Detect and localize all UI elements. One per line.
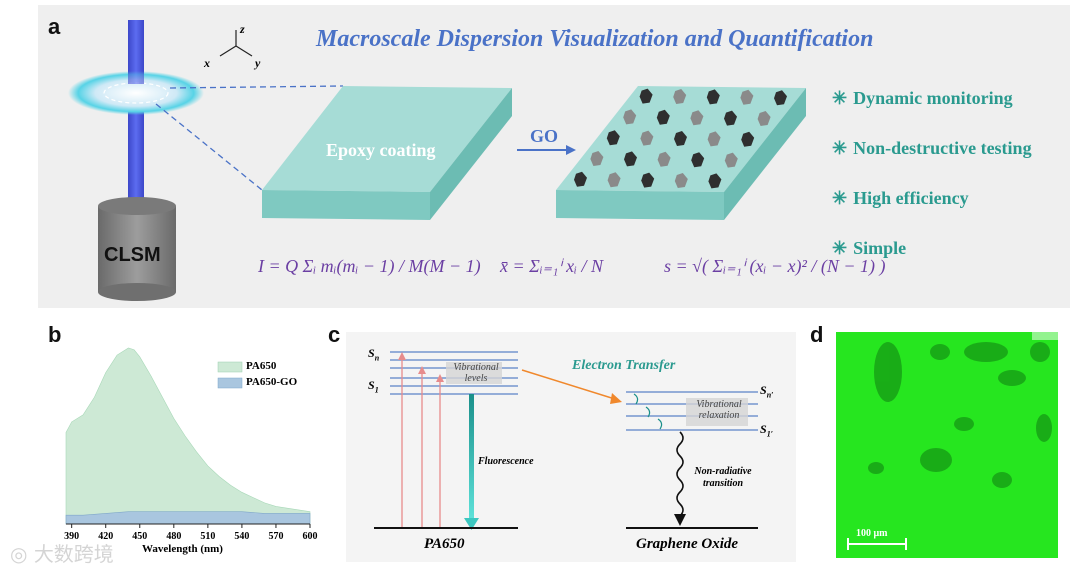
asterisk-icon: ✳ [832, 188, 848, 208]
axes-icon [219, 30, 253, 57]
x-tick-label: 510 [200, 531, 215, 542]
go-flake [624, 151, 637, 167]
chat-bubble-icon: ◎ [10, 542, 34, 566]
sample-disk [68, 71, 204, 115]
formula-std-dev: s = √( Σᵢ₌₁ⁱ (xᵢ − x)² / (N − 1) ) [664, 256, 886, 276]
go-flake [623, 109, 637, 125]
fluorescence-micrograph [836, 332, 1058, 558]
go-flake [708, 173, 722, 189]
scale-bar-label: 100 μm [856, 528, 888, 539]
clsm-label: CLSM [104, 244, 161, 266]
x-axis-label: Wavelength (nm) [142, 543, 223, 555]
x-tick-label: 420 [98, 531, 113, 542]
series-area-pa650 [65, 347, 311, 525]
legend-swatch-pa650 [217, 361, 243, 373]
formula-mean: x̄ = Σᵢ₌₁ⁱ xᵢ / N [500, 256, 603, 276]
go-flake [707, 131, 721, 147]
go-flake [639, 88, 653, 104]
feature-item: ✳Dynamic monitoring [832, 88, 1013, 108]
go-flake [724, 152, 738, 168]
feature-item: ✳Simple [832, 238, 907, 258]
s1-prime-label: S1′ [760, 422, 773, 439]
panel-a-schematic [68, 20, 806, 301]
panel-a-title: Macroscale Dispersion Visualization and … [316, 26, 874, 52]
go-flakes [574, 88, 787, 189]
s1-label: S1 [368, 378, 379, 395]
go-flake [590, 151, 604, 166]
go-flake [740, 89, 754, 105]
panel-label-c: c [328, 322, 341, 347]
go-flake [691, 152, 705, 168]
go-flake [741, 131, 755, 147]
x-tick-label: 450 [132, 531, 147, 542]
emission-spectrum-chart: 390 420 450 480 510 540 570 600 [64, 347, 318, 542]
x-tick-label: 600 [303, 531, 318, 542]
asterisk-icon: ✳ [832, 88, 848, 108]
go-flake [657, 151, 671, 167]
go-flake [757, 111, 771, 126]
sn-prime-label: Sn′ [760, 383, 774, 400]
go-flake [774, 90, 787, 106]
energy-diagram [374, 351, 758, 530]
x-tick-label: 570 [268, 531, 283, 542]
x-tick-label: 480 [166, 531, 181, 542]
fluorescence-label: Fluorescence [478, 456, 534, 467]
go-flake [574, 171, 587, 187]
series-area-pa650-go [65, 511, 311, 525]
feature-list: ✳Dynamic monitoring ✳Non-destructive tes… [832, 88, 1032, 259]
feature-item: ✳Non-destructive testing [832, 138, 1032, 158]
chart-legend [217, 361, 243, 389]
sn-label: Sn [368, 346, 380, 363]
go-flake [641, 172, 655, 188]
legend-label-pa650-go: PA650-GO [246, 376, 298, 388]
panel-label-d: d [810, 322, 824, 347]
go-flake [606, 130, 620, 146]
axis-y-label: y [255, 56, 261, 70]
epoxy-slab-top [262, 86, 512, 192]
go-flake [656, 109, 670, 125]
axis-z-label: z [240, 22, 245, 36]
epoxy-coating-label: Epoxy coating [326, 140, 436, 160]
asterisk-icon: ✳ [832, 238, 848, 258]
panel-label-b: b [48, 322, 62, 347]
legend-label-pa650: PA650 [246, 360, 277, 372]
go-flake [673, 89, 687, 104]
go-flake [640, 130, 654, 146]
panel-a-background [38, 5, 1070, 308]
feature-item: ✳High efficiency [832, 188, 969, 208]
legend-swatch-pa650-go [217, 377, 243, 389]
go-flake [607, 172, 621, 188]
watermark: ◎ 大数跨境 [10, 542, 114, 566]
graphene-oxide-label: Graphene Oxide [636, 536, 739, 552]
go-flake [674, 131, 687, 146]
x-tick-label: 390 [64, 531, 79, 542]
asterisk-icon: ✳ [832, 138, 848, 158]
axis-x-label: x [204, 56, 210, 70]
panel-label-a: a [48, 14, 61, 39]
go-flake [674, 173, 688, 188]
electron-transfer-label: Electron Transfer [572, 358, 676, 373]
go-flake [724, 110, 737, 126]
go-flake [706, 89, 720, 105]
formula-morisita-index: I = Q Σᵢ mᵢ(mᵢ − 1) / M(M − 1) [258, 256, 481, 276]
go-flake [690, 110, 704, 126]
pa650-material-label: PA650 [424, 536, 465, 552]
x-tick-label: 540 [234, 531, 249, 542]
clsm-cylinder [98, 206, 176, 292]
go-arrow-label: GO [530, 126, 559, 146]
